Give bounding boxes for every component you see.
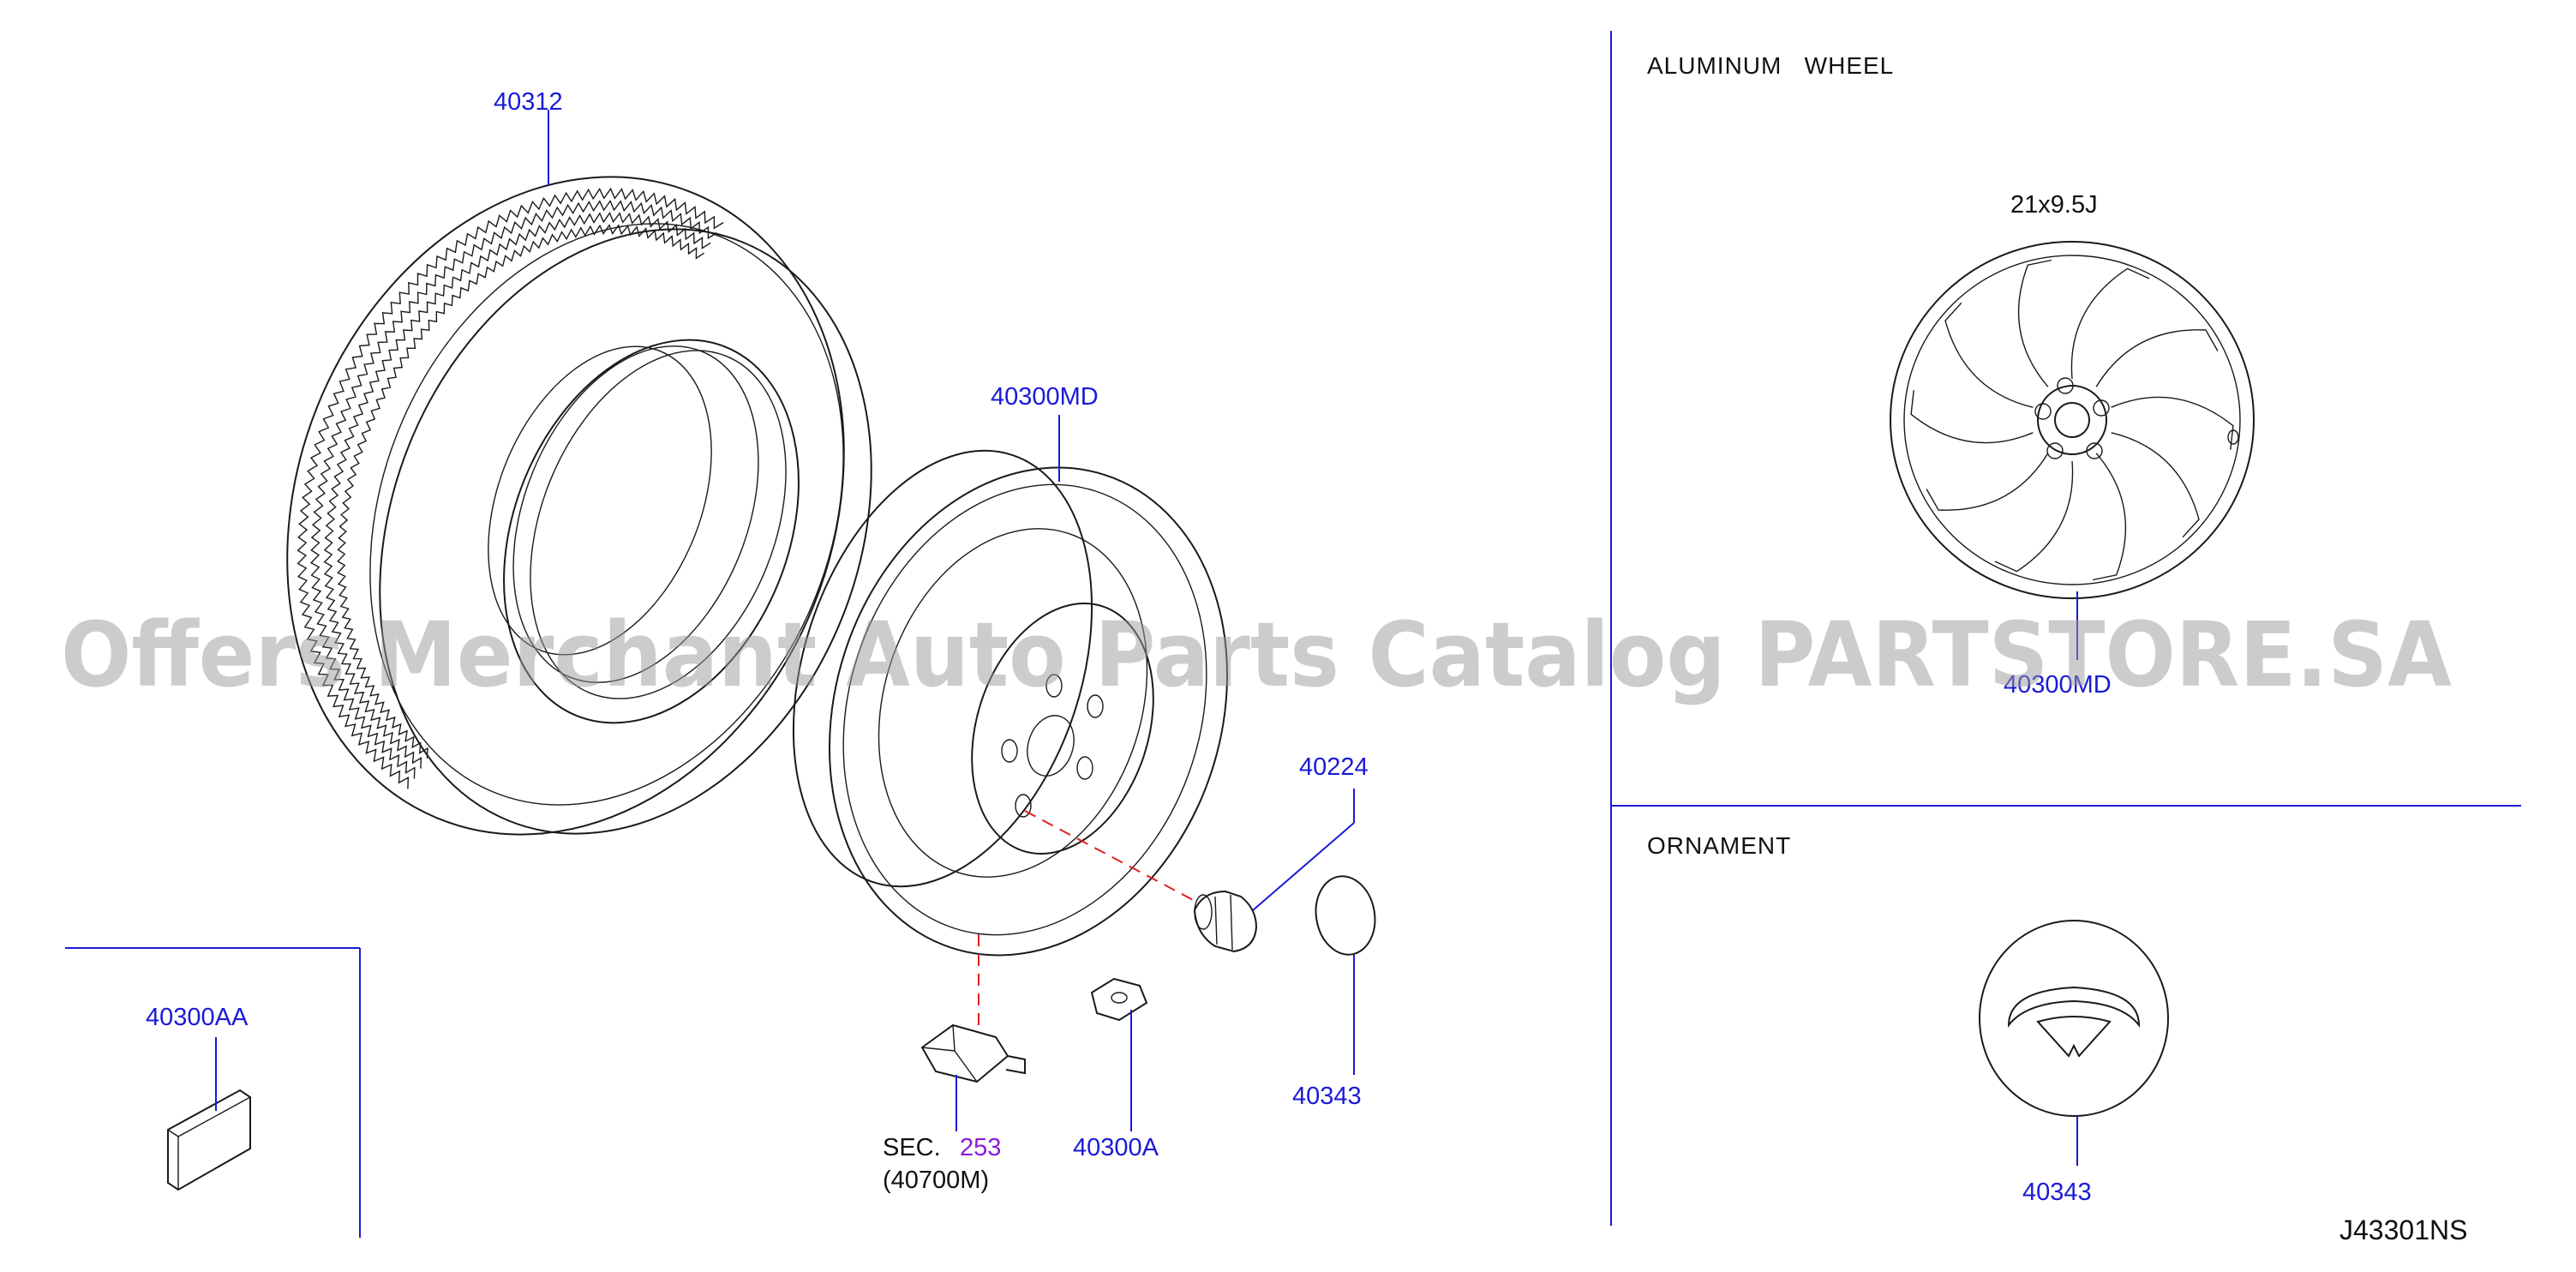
aluminum-wheel-illustration[interactable] <box>1890 241 2255 599</box>
wheel-nut-illustration[interactable] <box>1193 890 1258 953</box>
center-cap-part-number[interactable]: 40343 <box>1292 1083 1362 1110</box>
valve-part-illustration[interactable] <box>1090 977 1148 1022</box>
ornament-part-number[interactable]: 40343 <box>2022 1179 2092 1206</box>
leader-lines <box>215 110 2078 1166</box>
tire-tread-pattern <box>297 187 724 789</box>
aluminum-wheel-size: 21x9.5J <box>2010 191 2098 219</box>
sensor-section-label: SEC. <box>883 1134 941 1161</box>
diagram-code: J43301NS <box>2339 1215 2467 1245</box>
steel-wheel-illustration[interactable] <box>741 412 1289 1008</box>
aluminum-wheel-title: ALUMINUM WHEEL <box>1647 52 1894 79</box>
tire-illustration[interactable] <box>191 93 958 919</box>
center-cap-illustration[interactable] <box>1310 872 1381 959</box>
watermark: Offers Merchant Auto Parts Catalog PARTS… <box>61 603 2452 707</box>
centerline-nut <box>1024 810 1197 903</box>
valve-part-number[interactable]: 40300A <box>1073 1134 1159 1161</box>
tpms-sensor-illustration[interactable] <box>920 1023 1026 1083</box>
ornament-title: ORNAMENT <box>1647 832 1791 859</box>
ornament-illustration[interactable] <box>1979 920 2169 1117</box>
steel-wheel-part-number[interactable]: 40300MD <box>991 383 1099 411</box>
tire-part-number[interactable]: 40312 <box>494 88 563 116</box>
label-plate-part-number[interactable]: 40300AA <box>146 1004 249 1031</box>
sensor-part-number: (40700M) <box>883 1167 989 1194</box>
aluminum-wheel-part-number[interactable]: 40300MD <box>2004 671 2112 699</box>
wheel-nut-part-number[interactable]: 40224 <box>1299 753 1369 781</box>
label-plate-illustration[interactable] <box>167 1089 251 1191</box>
sensor-section-number[interactable]: 253 <box>960 1134 1001 1161</box>
